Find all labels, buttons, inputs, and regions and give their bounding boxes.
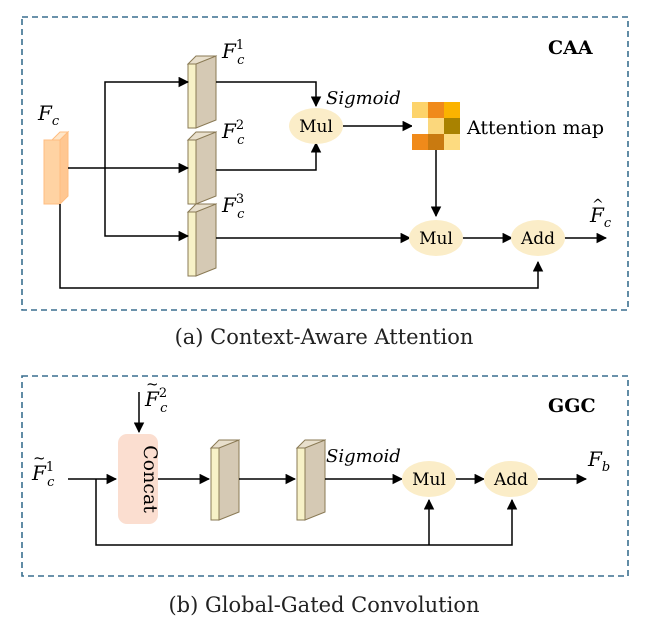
- caa-mul-1-label: Mul: [299, 117, 333, 137]
- attention-map-label: Attention map: [466, 117, 604, 139]
- caa-output-hat: ^: [592, 197, 604, 213]
- ggc-add-label: Add: [493, 470, 528, 490]
- caa-sigmoid-label: Sigmoid: [326, 88, 401, 109]
- ggc-mul-node: [402, 461, 456, 497]
- ggc-output-label: Fb: [587, 447, 610, 475]
- caa-mul-node-1: [289, 108, 343, 144]
- attention-cell: [428, 134, 444, 150]
- caa-mul-2-label: Mul: [419, 229, 453, 249]
- caa-title: CAA: [548, 37, 593, 59]
- ggc-concat-block: [118, 434, 158, 524]
- attention-cell: [412, 134, 428, 150]
- ggc-border: [21, 375, 629, 577]
- attention-cell: [428, 102, 444, 118]
- ggc-connectors: [68, 392, 588, 546]
- ggc-tilde-2: ~: [146, 375, 159, 393]
- attention-map: [412, 102, 460, 150]
- caa-border: [21, 16, 629, 311]
- attention-cell: [444, 118, 460, 134]
- ggc-feature-2: [295, 439, 327, 521]
- attention-cell: [412, 102, 428, 118]
- caa-add-node: [511, 220, 565, 256]
- caa-connectors: [59, 76, 608, 289]
- ggc-add-node: [484, 461, 538, 497]
- ggc-caption: (b) Global-Gated Convolution: [168, 593, 479, 617]
- ggc-feature-1: [209, 439, 241, 521]
- attention-cell: [412, 118, 428, 134]
- caa-feature-2: [186, 131, 218, 205]
- caa-feature-3: [186, 203, 218, 277]
- ggc-title: GGC: [548, 395, 596, 417]
- caa-output-label: Fc: [589, 203, 612, 231]
- caa-mul-node-2: [409, 220, 463, 256]
- caa-input-feature: [43, 130, 70, 206]
- caa-caption: (a) Context-Aware Attention: [175, 325, 474, 349]
- caa-feature-1: [186, 55, 218, 129]
- attention-cell: [444, 134, 460, 150]
- caa-add-label: Add: [520, 229, 555, 249]
- ggc-concat-label: Concat: [139, 445, 161, 513]
- attention-cell: [444, 102, 460, 118]
- attention-cell: [428, 118, 444, 134]
- caa-input-label: Fc: [37, 101, 60, 129]
- ggc-sigmoid-label: Sigmoid: [326, 446, 401, 467]
- ggc-mul-label: Mul: [412, 470, 446, 490]
- ggc-tilde-1: ~: [33, 449, 46, 467]
